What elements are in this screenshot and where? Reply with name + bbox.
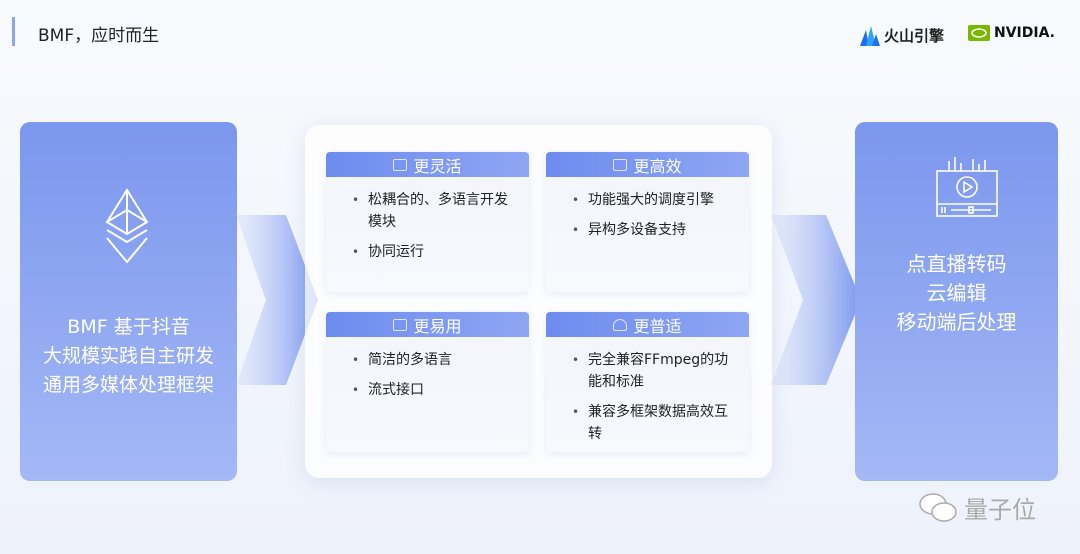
features-container: 更灵活 松耦合的、多语言开发模块协同运行 更高效 功能强大的调度引擎异构多设备支… xyxy=(305,125,772,478)
volcano-icon xyxy=(860,25,880,46)
bmf-intro-panel: BMF 基于抖音 大规模实践自主研发 通用多媒体处理框架 xyxy=(20,122,237,481)
feature-item: 松耦合的、多语言开发模块 xyxy=(352,189,529,233)
wechat-icon xyxy=(919,492,957,522)
right-line: 云编辑 xyxy=(926,281,987,305)
monitor-icon xyxy=(613,158,628,171)
code-window-icon xyxy=(393,158,408,171)
title-accent-bar xyxy=(12,17,15,46)
arrow-right-icon xyxy=(236,215,318,385)
left-line: 通用多媒体处理框架 xyxy=(42,374,214,396)
feature-item: 异构多设备支持 xyxy=(572,219,749,241)
video-processing-icon xyxy=(936,157,998,217)
left-line: BMF 基于抖音 xyxy=(67,316,190,338)
nvidia-logo: NVIDIA. xyxy=(968,25,1055,41)
arrow-right-icon xyxy=(771,215,861,385)
left-line: 大规模实践自主研发 xyxy=(42,345,214,367)
feature-card-efficient: 更高效 功能强大的调度引擎异构多设备支持 xyxy=(546,152,749,292)
volcengine-logo: 火山引擎 xyxy=(860,25,944,46)
feature-item: 功能强大的调度引擎 xyxy=(572,189,749,211)
layers-icon xyxy=(105,188,149,264)
page-title: BMF，应时而生 xyxy=(38,26,160,46)
watermark: 量子位 xyxy=(918,490,1036,525)
feature-card-flexible: 更灵活 松耦合的、多语言开发模块协同运行 xyxy=(326,152,529,292)
feature-item: 协同运行 xyxy=(352,241,529,263)
feature-item: 完全兼容FFmpeg的功能和标准 xyxy=(572,349,749,393)
right-line: 点直播转码 xyxy=(906,252,1007,276)
feature-item: 简洁的多语言 xyxy=(352,349,529,371)
screen-icon xyxy=(393,318,408,331)
feature-item: 流式接口 xyxy=(352,379,529,401)
feature-item: 兼容多框架数据高效互转 xyxy=(572,401,749,445)
feature-card-universal: 更普适 完全兼容FFmpeg的功能和标准兼容多框架数据高效互转 xyxy=(546,312,749,452)
feature-card-easy: 更易用 简洁的多语言流式接口 xyxy=(326,312,529,452)
cloud-icon xyxy=(613,318,628,331)
use-cases-panel: 点直播转码 云编辑 移动端后处理 xyxy=(855,122,1058,481)
nvidia-eye-icon xyxy=(968,25,990,41)
right-line: 移动端后处理 xyxy=(896,310,1017,334)
